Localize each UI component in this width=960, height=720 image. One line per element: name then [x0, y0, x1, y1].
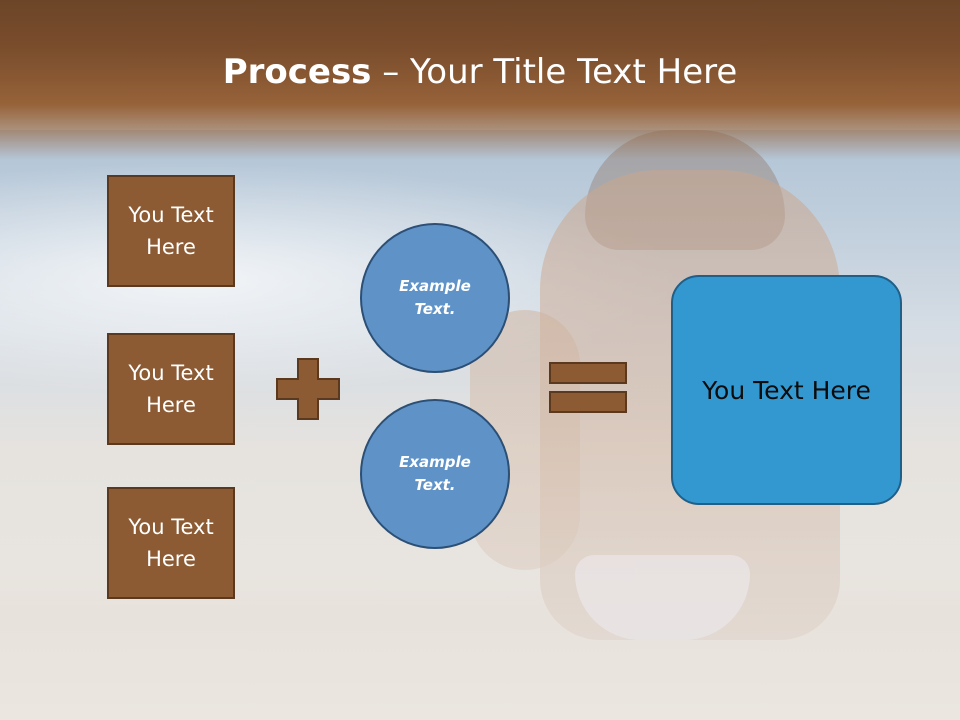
text-box-3: You Text Here	[107, 487, 235, 599]
text-box-1: You Text Here	[107, 175, 235, 287]
result-box: You Text Here	[671, 275, 902, 505]
slide-title: Process – Your Title Text Here	[0, 52, 960, 92]
example-circle-1: Example Text.	[360, 223, 510, 373]
title-rest: – Your Title Text Here	[371, 52, 738, 92]
plus-icon	[276, 358, 340, 420]
text-box-2: You Text Here	[107, 333, 235, 445]
example-circle-2: Example Text.	[360, 399, 510, 549]
background-figure-swimwear	[575, 555, 750, 640]
equals-icon	[549, 362, 627, 413]
title-bold: Process	[222, 52, 372, 92]
title-band	[0, 0, 960, 160]
